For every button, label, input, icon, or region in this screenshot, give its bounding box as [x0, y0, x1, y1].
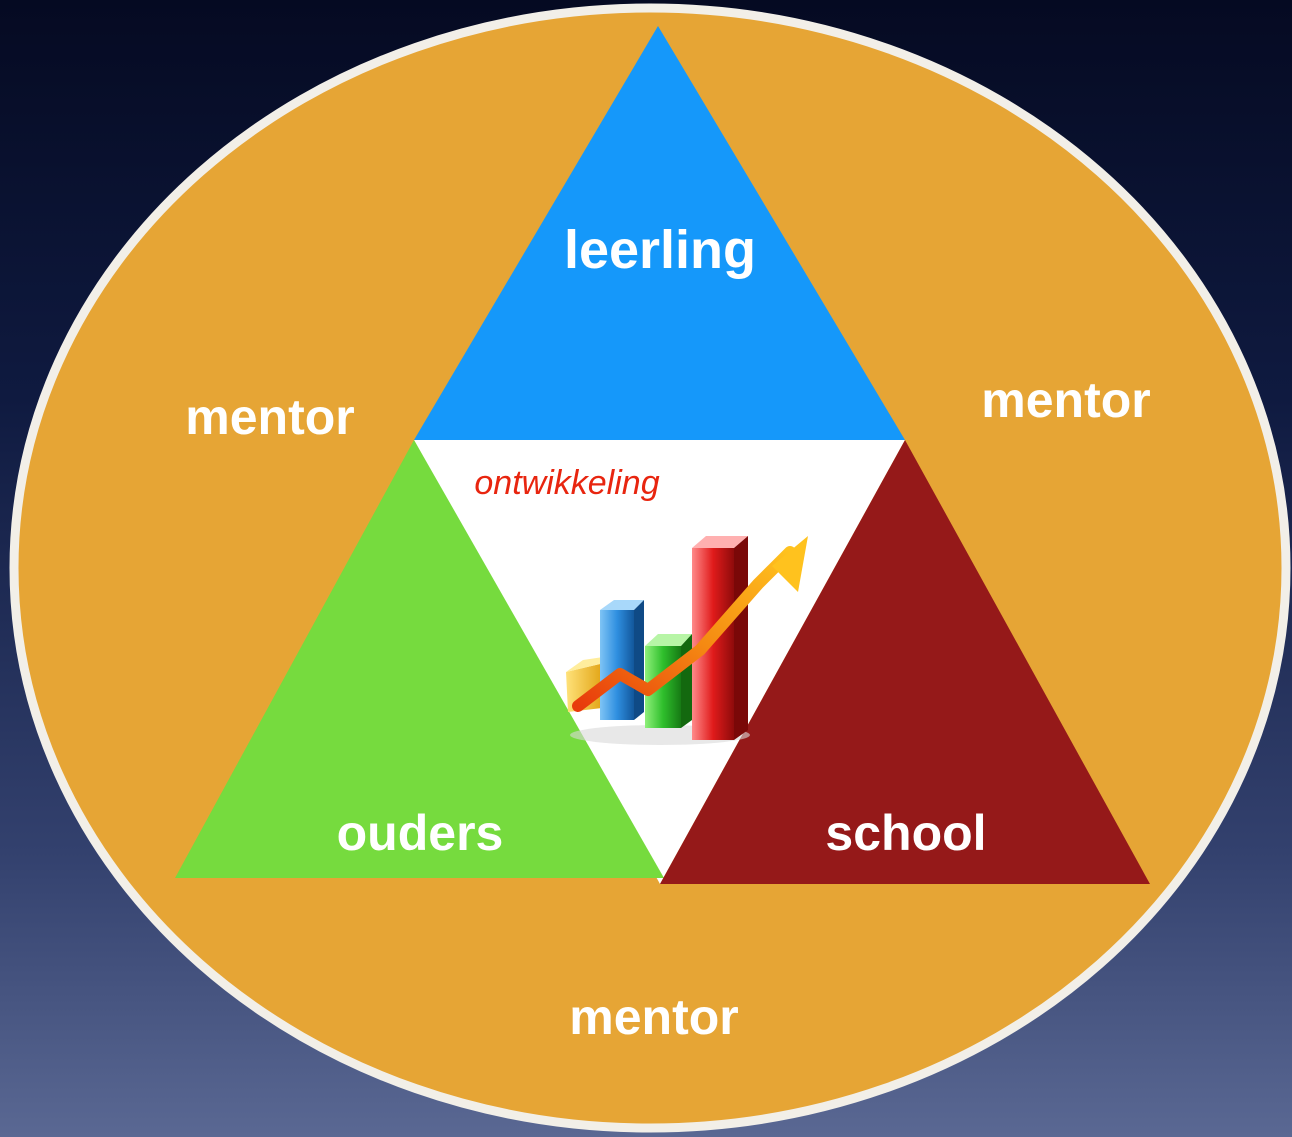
- growth-chart-icon: [566, 536, 808, 745]
- leerling-triangle: [414, 26, 905, 440]
- mentor-label-bottom: mentor: [569, 989, 738, 1045]
- mentor-label-right: mentor: [981, 372, 1150, 428]
- school-triangle: [660, 440, 1150, 884]
- mentor-label-left: mentor: [185, 389, 354, 445]
- ontwikkeling-label: ontwikkeling: [474, 464, 659, 502]
- leerling-label: leerling: [564, 220, 756, 280]
- ouders-triangle: [175, 440, 664, 878]
- school-label: school: [825, 805, 986, 861]
- ouders-label: ouders: [337, 805, 504, 861]
